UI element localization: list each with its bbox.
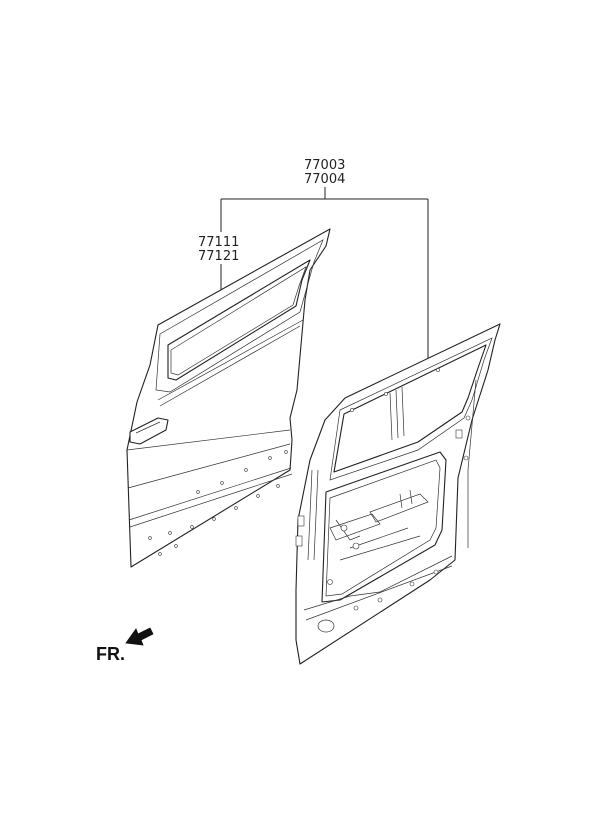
front-direction-label: FR.: [96, 644, 125, 664]
callout-assembly-bottom: 77004: [304, 172, 345, 187]
arrow-left-down-icon: [125, 627, 154, 646]
front-direction-indicator: FR.: [96, 627, 154, 664]
door-assembly: [295, 323, 501, 665]
callout-assembly-top: 77003: [304, 158, 345, 173]
callout-panel-bottom: 77121: [198, 249, 239, 264]
leader-lines: [220, 187, 429, 362]
rivet-dots: [148, 450, 288, 556]
callout-panel-top: 77111: [198, 235, 239, 250]
outer-door-panel: [126, 228, 331, 568]
